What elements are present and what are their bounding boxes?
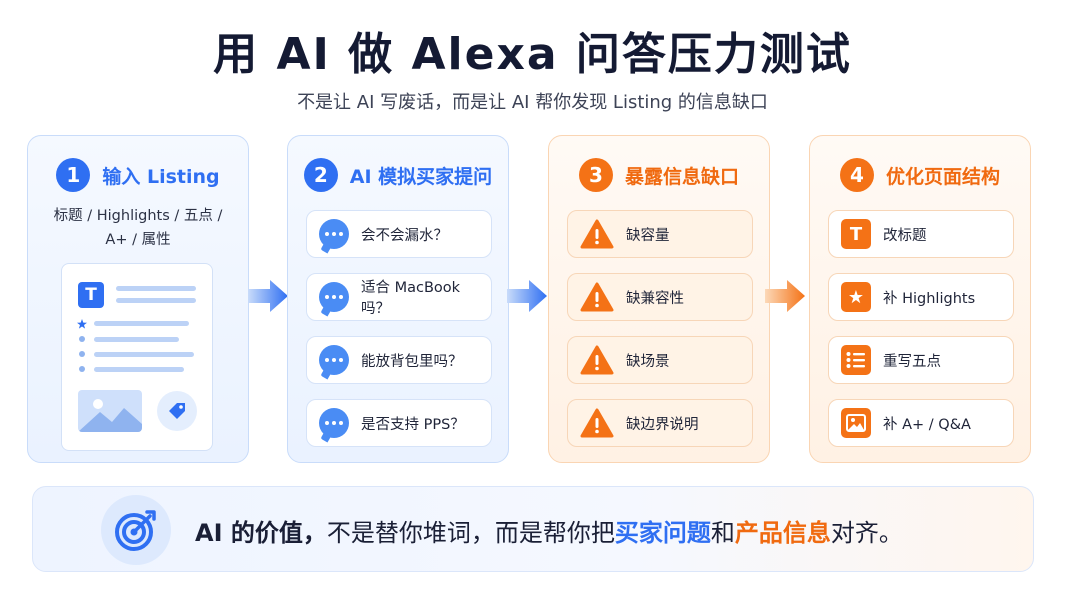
- gap-item: 缺边界说明: [567, 399, 753, 447]
- action-item: 补 A+ / Q&A: [828, 399, 1014, 447]
- step-header: 3 暴露信息缺口: [549, 158, 769, 192]
- step-title: AI 模拟买家提问: [349, 165, 493, 188]
- step-number: 4: [839, 158, 874, 192]
- image-icon: [78, 390, 142, 432]
- warning-icon: [580, 282, 614, 312]
- question-item: 会不会漏水？: [306, 210, 492, 258]
- flow-arrow-icon: [248, 280, 288, 312]
- step-card-optimize-page: 4 优化页面结构 T 改标题 ★ 补 Highlights 重写五点 补 A+ / …: [809, 135, 1031, 463]
- action-label: 改标题: [883, 227, 927, 244]
- flow-arrow-icon: [507, 280, 547, 312]
- summary-tail: 对齐。: [830, 518, 903, 547]
- gap-item: 缺场景: [567, 336, 753, 384]
- action-item: ★ 补 Highlights: [828, 273, 1014, 321]
- gap-label: 缺边界说明: [626, 416, 699, 433]
- question-item: 是否支持 PPS？: [306, 399, 492, 447]
- step-title: 暴露信息缺口: [624, 165, 739, 188]
- step-title: 优化页面结构: [885, 165, 1000, 188]
- summary-lead: AI 的价值，: [195, 518, 327, 547]
- doc-line: [94, 321, 189, 326]
- action-label: 补 Highlights: [883, 290, 976, 307]
- bullet-dot: [79, 366, 85, 372]
- step-card-input-listing: 1 输入 Listing 标题 / Highlights / 五点 / A+ /…: [27, 135, 249, 463]
- step-card-info-gaps: 3 暴露信息缺口 缺容量 缺兼容性 缺场景 缺边界说明: [548, 135, 770, 463]
- question-label: 是否支持 PPS？: [361, 416, 465, 433]
- text-icon: T: [78, 282, 104, 308]
- star-icon: [77, 319, 87, 329]
- question-label: 能放背包里吗？: [361, 353, 463, 370]
- tag-icon: [157, 391, 197, 431]
- doc-line: [94, 337, 179, 342]
- step-header: 1 输入 Listing: [28, 158, 248, 192]
- chat-bubble-icon: [319, 345, 349, 375]
- doc-line: [116, 286, 196, 291]
- gap-label: 缺场景: [626, 353, 670, 370]
- chat-bubble-icon: [319, 219, 349, 249]
- warning-icon: [580, 219, 614, 249]
- summary-and: 和: [710, 518, 735, 547]
- gap-label: 缺兼容性: [626, 290, 684, 307]
- page-title: 用 AI 做 Alexa 问答压力测试: [213, 29, 852, 80]
- action-label: 补 A+ / Q&A: [883, 416, 971, 433]
- image-icon: [841, 408, 871, 438]
- step-description: 标题 / Highlights / 五点 / A+ / 属性: [53, 208, 223, 248]
- summary-text: AI 的价值， 不是替你堆词，而是帮你把 买家问题 和 产品信息 对齐。: [195, 487, 903, 573]
- star-icon: ★: [841, 282, 871, 312]
- page-subtitle: 不是让 AI 写废话，而是让 AI 帮你发现 Listing 的信息缺口: [297, 92, 768, 113]
- chat-bubble-icon: [319, 408, 349, 438]
- list-icon: [841, 345, 871, 375]
- chat-bubble-icon: [319, 282, 349, 312]
- gap-label: 缺容量: [626, 227, 670, 244]
- flow-arrow-icon: [765, 280, 805, 312]
- step-title: 输入 Listing: [102, 165, 220, 188]
- action-label: 重写五点: [883, 353, 941, 370]
- action-item: T 改标题: [828, 210, 1014, 258]
- summary-highlight-product-info: 产品信息: [734, 518, 831, 547]
- step-number: 1: [56, 158, 91, 192]
- gap-item: 缺容量: [567, 210, 753, 258]
- step-number: 3: [578, 158, 613, 192]
- summary-banner: AI 的价值， 不是替你堆词，而是帮你把 买家问题 和 产品信息 对齐。: [32, 486, 1034, 572]
- listing-document-illustration: T: [61, 263, 213, 451]
- question-label: 会不会漏水？: [361, 227, 448, 244]
- doc-line: [94, 352, 194, 357]
- bullet-dot: [79, 336, 85, 342]
- step-header: 2 AI 模拟买家提问: [288, 158, 508, 192]
- step-card-ai-questions: 2 AI 模拟买家提问 会不会漏水？ 适合 MacBook 吗？ 能放背包里吗？…: [287, 135, 509, 463]
- gap-item: 缺兼容性: [567, 273, 753, 321]
- warning-icon: [580, 345, 614, 375]
- summary-highlight-buyer-questions: 买家问题: [614, 518, 711, 547]
- doc-line: [94, 367, 184, 372]
- bullet-dot: [79, 351, 85, 357]
- target-icon: [101, 495, 171, 565]
- text-icon: T: [841, 219, 871, 249]
- question-item: 能放背包里吗？: [306, 336, 492, 384]
- doc-line: [116, 298, 196, 303]
- question-item: 适合 MacBook 吗？: [306, 273, 492, 321]
- action-item: 重写五点: [828, 336, 1014, 384]
- step-header: 4 优化页面结构: [810, 158, 1030, 192]
- warning-icon: [580, 408, 614, 438]
- summary-middle: 不是替你堆词，而是帮你把: [326, 518, 615, 547]
- question-label: 适合 MacBook 吗？: [361, 280, 461, 317]
- step-number: 2: [303, 158, 338, 192]
